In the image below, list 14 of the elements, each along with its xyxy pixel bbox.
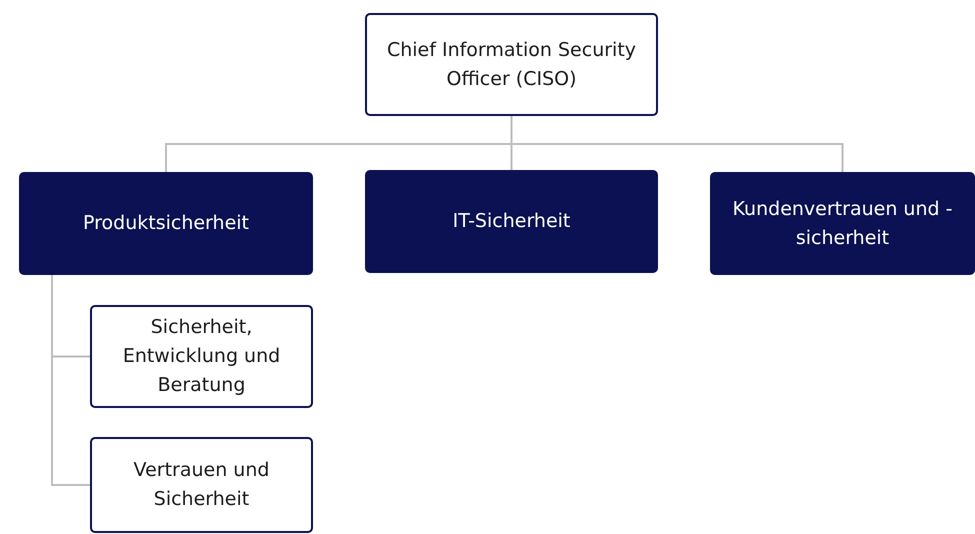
org-box xyxy=(90,437,313,533)
box-label: Vertrauen und Sicherheit xyxy=(132,458,270,512)
org-box xyxy=(365,170,658,273)
box-label: Sicherheit, Entwicklung und Beratung xyxy=(122,315,282,398)
box-label: Kundenvertrauen und -sicherheit xyxy=(732,196,954,250)
org-box xyxy=(90,305,313,408)
connector-line xyxy=(510,116,844,172)
box-label: IT-Sicherheit xyxy=(452,209,570,234)
box-label: Chief Information Security Officer (CISO) xyxy=(386,38,638,92)
org-box xyxy=(19,172,313,275)
org-box xyxy=(710,172,975,275)
connector-line xyxy=(51,275,90,486)
org-box xyxy=(365,13,658,116)
box-label: Produktsicherheit xyxy=(83,211,249,236)
